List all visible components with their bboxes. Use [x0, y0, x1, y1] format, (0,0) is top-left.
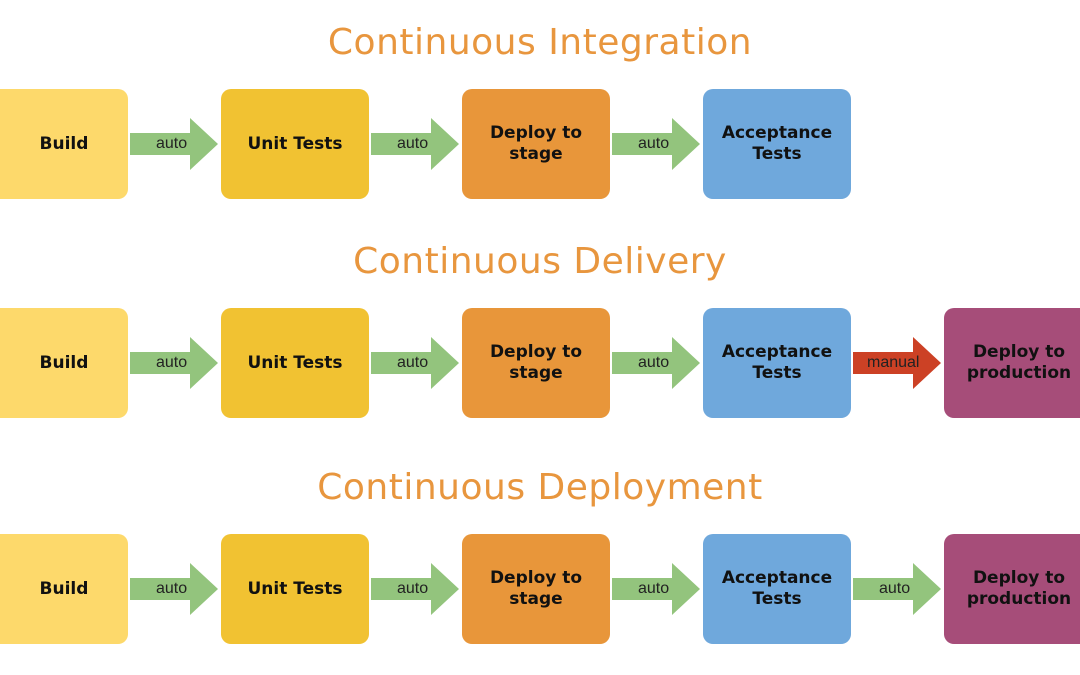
- arrow-auto: auto: [371, 563, 459, 615]
- stage-label: Acceptance Tests: [721, 568, 833, 609]
- arrow-right-green-icon: [612, 563, 700, 615]
- stage-build: Build: [0, 308, 128, 418]
- stage-acceptance-tests: Acceptance Tests: [703, 534, 851, 644]
- arrow-right-green-icon: [371, 337, 459, 389]
- pipeline-row-continuous-deployment: Build Unit Tests Deploy to stage Acceptance…: [0, 534, 1080, 644]
- transition-label: auto: [156, 354, 188, 371]
- transition-label: auto: [156, 135, 188, 152]
- arrow-right-green-icon: [130, 118, 218, 170]
- stage-deploy-to-stage: Deploy to stage: [462, 534, 610, 644]
- transition-label: auto: [638, 135, 670, 152]
- stage-acceptance-tests: Acceptance Tests: [703, 308, 851, 418]
- arrow-auto: auto: [612, 118, 700, 170]
- arrow-auto: auto: [612, 563, 700, 615]
- section-title-continuous-delivery: Continuous Delivery: [353, 241, 727, 282]
- arrow-auto: auto: [612, 337, 700, 389]
- stage-unit-tests: Unit Tests: [221, 89, 369, 199]
- pipeline-row-continuous-delivery: Build Unit Tests Deploy to stage Acceptance…: [0, 308, 1080, 418]
- transition-label: manual: [867, 354, 920, 371]
- arrow-right-green-icon: [853, 563, 941, 615]
- stage-acceptance-tests: Acceptance Tests: [703, 89, 851, 199]
- stage-label: Unit Tests: [247, 133, 343, 154]
- transition-label: auto: [397, 580, 429, 597]
- stage-build: Build: [0, 89, 128, 199]
- stage-label: Acceptance Tests: [721, 342, 833, 383]
- stage-label: Unit Tests: [247, 578, 343, 599]
- arrow-right-red-icon: [853, 337, 941, 389]
- stage-unit-tests: Unit Tests: [221, 308, 369, 418]
- arrow-right-green-icon: [130, 337, 218, 389]
- transition-label: auto: [879, 580, 911, 597]
- stage-label: Unit Tests: [247, 352, 343, 373]
- stage-deploy-to-stage: Deploy to stage: [462, 89, 610, 199]
- arrow-right-green-icon: [130, 563, 218, 615]
- stage-label: Deploy to stage: [489, 342, 583, 383]
- stage-unit-tests: Unit Tests: [221, 534, 369, 644]
- transition-label: auto: [397, 135, 429, 152]
- arrow-auto: auto: [853, 563, 941, 615]
- stage-label: Build: [39, 352, 89, 373]
- transition-label: auto: [638, 354, 670, 371]
- stage-label: Build: [39, 578, 89, 599]
- transition-label: auto: [397, 354, 429, 371]
- arrow-auto: auto: [130, 118, 218, 170]
- arrow-auto: auto: [130, 337, 218, 389]
- stage-label: Deploy to stage: [489, 568, 583, 609]
- stage-label: Acceptance Tests: [721, 123, 833, 164]
- stage-build: Build: [0, 534, 128, 644]
- stage-deploy-to-production: Deploy to production: [944, 534, 1080, 644]
- stage-label: Build: [39, 133, 89, 154]
- pipeline-row-continuous-integration: Build Unit Tests Deploy to stage Acceptance…: [0, 89, 1080, 199]
- arrow-right-green-icon: [612, 118, 700, 170]
- arrow-right-green-icon: [371, 118, 459, 170]
- arrow-auto: auto: [371, 118, 459, 170]
- stage-deploy-to-stage: Deploy to stage: [462, 308, 610, 418]
- transition-label: auto: [156, 580, 188, 597]
- transition-label: auto: [638, 580, 670, 597]
- stage-label: Deploy to production: [966, 342, 1072, 383]
- arrow-auto: auto: [371, 337, 459, 389]
- stage-label: Deploy to production: [966, 568, 1072, 609]
- section-title-continuous-deployment: Continuous Deployment: [317, 467, 763, 508]
- stage-label: Deploy to stage: [489, 123, 583, 164]
- arrow-right-green-icon: [371, 563, 459, 615]
- arrow-manual: manual: [853, 337, 941, 389]
- section-title-continuous-integration: Continuous Integration: [327, 22, 753, 63]
- stage-deploy-to-production: Deploy to production: [944, 308, 1080, 418]
- arrow-right-green-icon: [612, 337, 700, 389]
- arrow-auto: auto: [130, 563, 218, 615]
